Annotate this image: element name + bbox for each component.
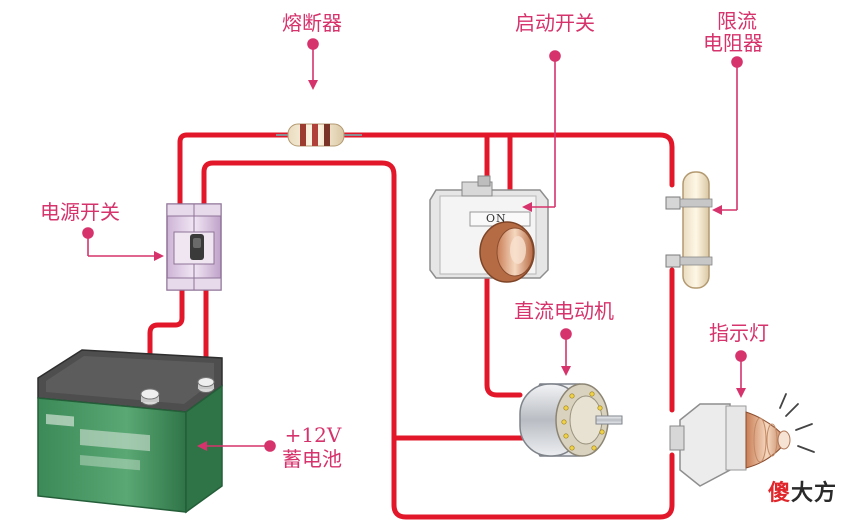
motor-icon: [519, 383, 623, 457]
label-resistor-line2: 电阻器: [703, 31, 763, 55]
resistor-icon: [665, 171, 713, 289]
label-indicator: 指示灯: [709, 321, 769, 345]
battery-icon: [37, 349, 223, 514]
fuse-icon: [276, 123, 362, 147]
breaker-icon: [166, 203, 222, 291]
wire-batt-neg: [147, 285, 185, 398]
wire-top-rail: [177, 132, 293, 208]
watermark: 傻大方: [768, 475, 837, 507]
push-button-icon: [429, 175, 549, 283]
label-pointers: [82, 38, 747, 452]
wire-fuse-right: [342, 132, 675, 188]
label-fuse: 熔断器: [282, 11, 342, 35]
wire-second-rail: [201, 160, 675, 520]
label-dc-motor: 直流电动机: [514, 299, 614, 323]
wires: [147, 132, 675, 520]
wire-switch-motor: [484, 272, 523, 398]
label-power-switch: 电源开关: [40, 200, 120, 224]
label-start-switch: 启动开关: [515, 11, 595, 35]
label-resistor-line1: 限流: [717, 9, 757, 33]
watermark-part2: 大方: [790, 481, 837, 506]
watermark-part1: 傻: [767, 481, 791, 506]
label-battery: 蓄电池: [282, 447, 342, 471]
label-battery-voltage: +12V: [284, 423, 342, 447]
switch-on-marking: ON: [486, 212, 507, 225]
lamp-icon: [669, 393, 815, 487]
